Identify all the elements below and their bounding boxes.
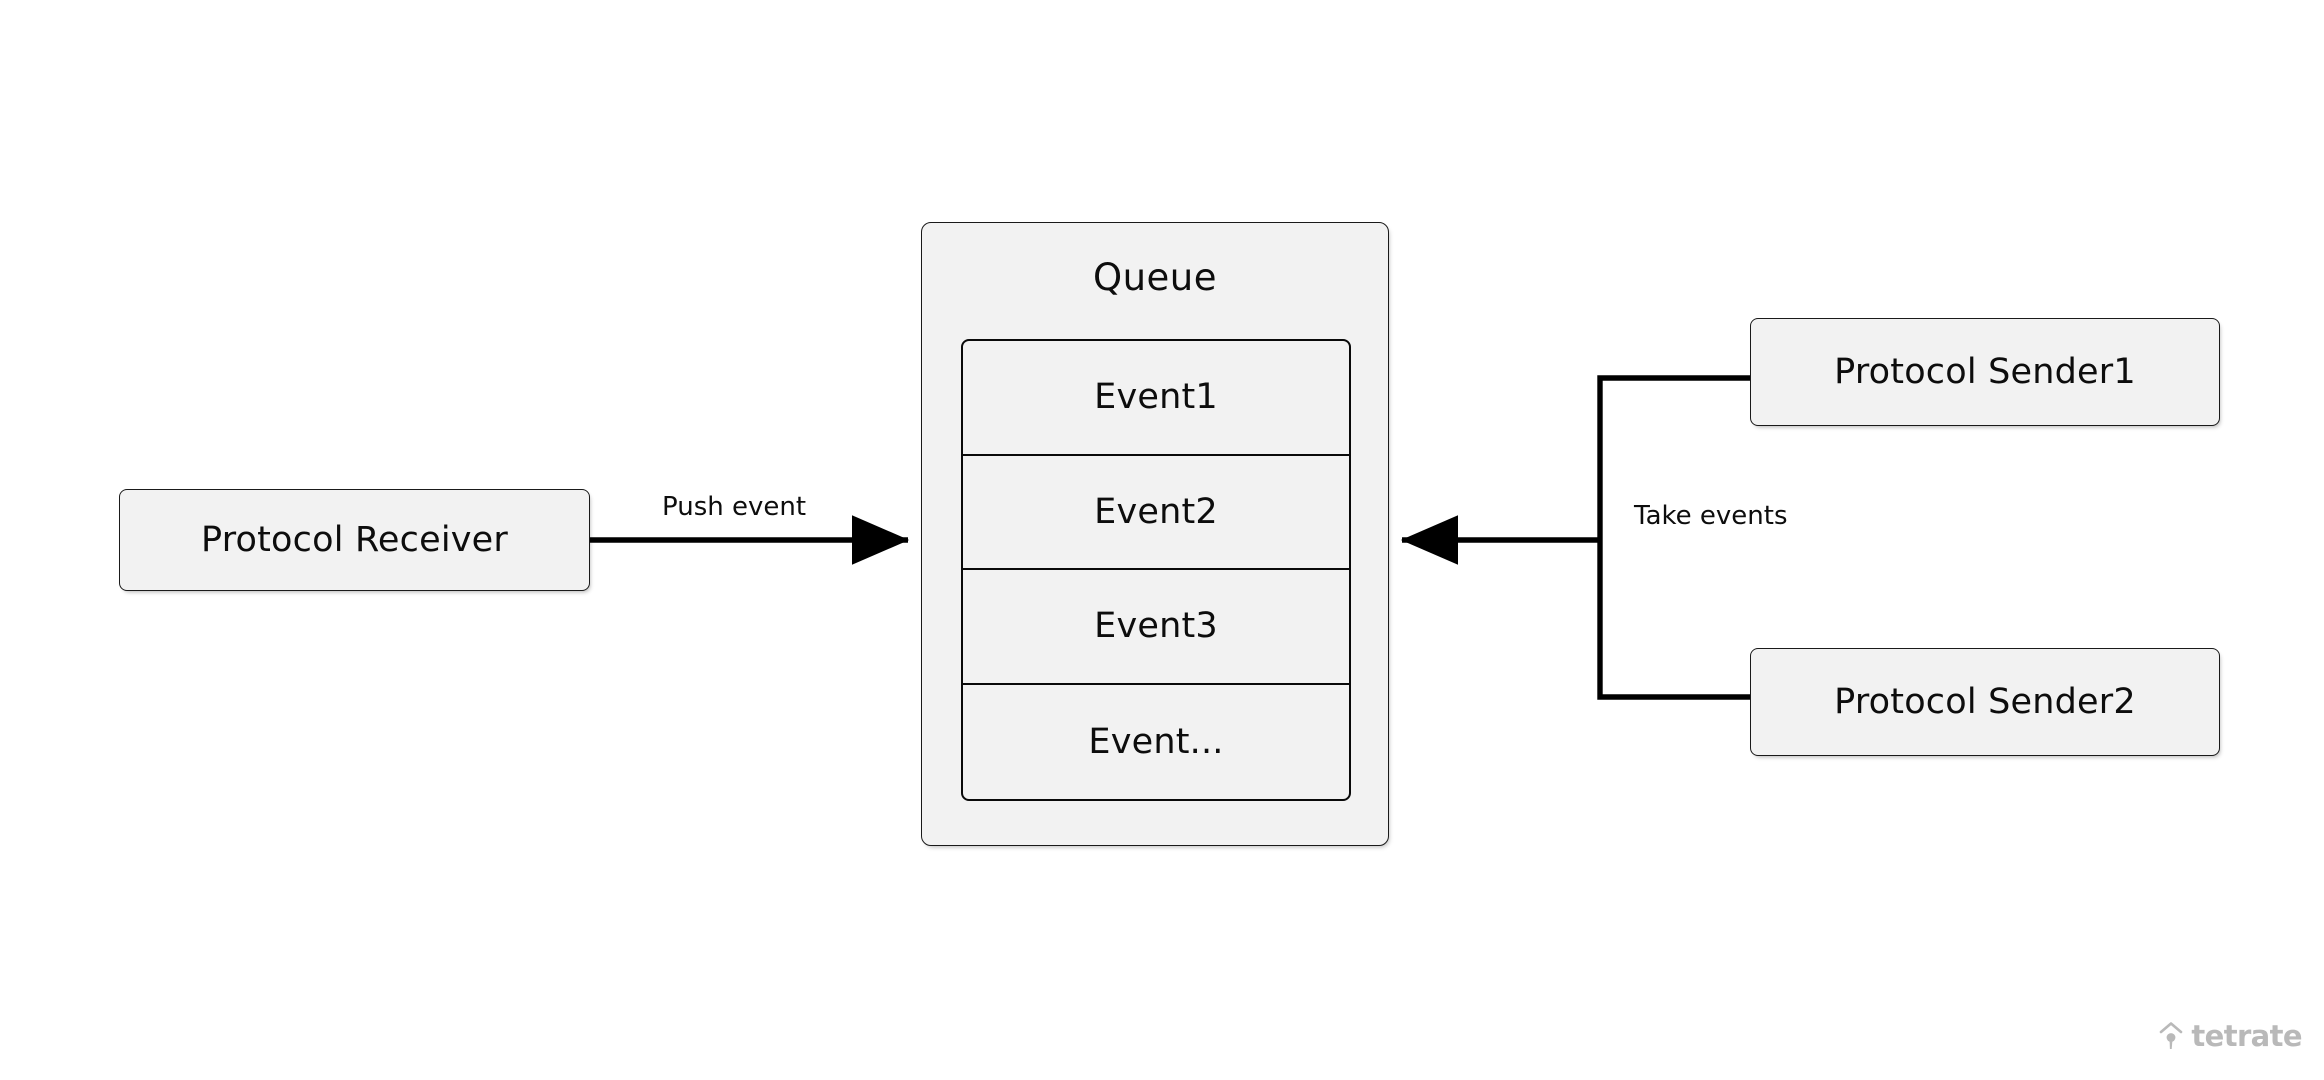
- watermark-text: tetrate: [2191, 1019, 2302, 1053]
- queue-event-row[interactable]: Event1: [963, 341, 1349, 456]
- tetrate-mark-icon: [2160, 1022, 2183, 1049]
- queue-event-list: Event1 Event2 Event3 Event...: [961, 339, 1351, 801]
- node-protocol-sender2-label: Protocol Sender2: [1834, 681, 2136, 722]
- node-protocol-sender1[interactable]: Protocol Sender1: [1750, 318, 2220, 426]
- edge-take-events: [1400, 375, 1750, 700]
- node-protocol-receiver[interactable]: Protocol Receiver: [119, 489, 590, 591]
- queue-event-label: Event1: [1094, 377, 1218, 418]
- queue-event-row[interactable]: Event3: [963, 570, 1349, 685]
- queue-event-label: Event...: [1088, 721, 1224, 762]
- edge-label-push-event: Push event: [662, 492, 807, 522]
- node-protocol-sender1-label: Protocol Sender1: [1834, 351, 2136, 392]
- node-protocol-receiver-label: Protocol Receiver: [201, 519, 508, 560]
- watermark: tetrate: [2158, 1019, 2303, 1053]
- queue-event-row[interactable]: Event2: [963, 456, 1349, 570]
- queue-event-label: Event3: [1094, 606, 1218, 647]
- queue-event-row[interactable]: Event...: [963, 685, 1349, 800]
- queue-title: Queue: [1092, 256, 1218, 299]
- node-queue[interactable]: Queue Event1 Event2 Event3 Event...: [921, 222, 1389, 846]
- queue-event-label: Event2: [1094, 491, 1218, 532]
- edge-label-take-events: Take events: [1634, 501, 1788, 531]
- node-protocol-sender2[interactable]: Protocol Sender2: [1750, 648, 2220, 756]
